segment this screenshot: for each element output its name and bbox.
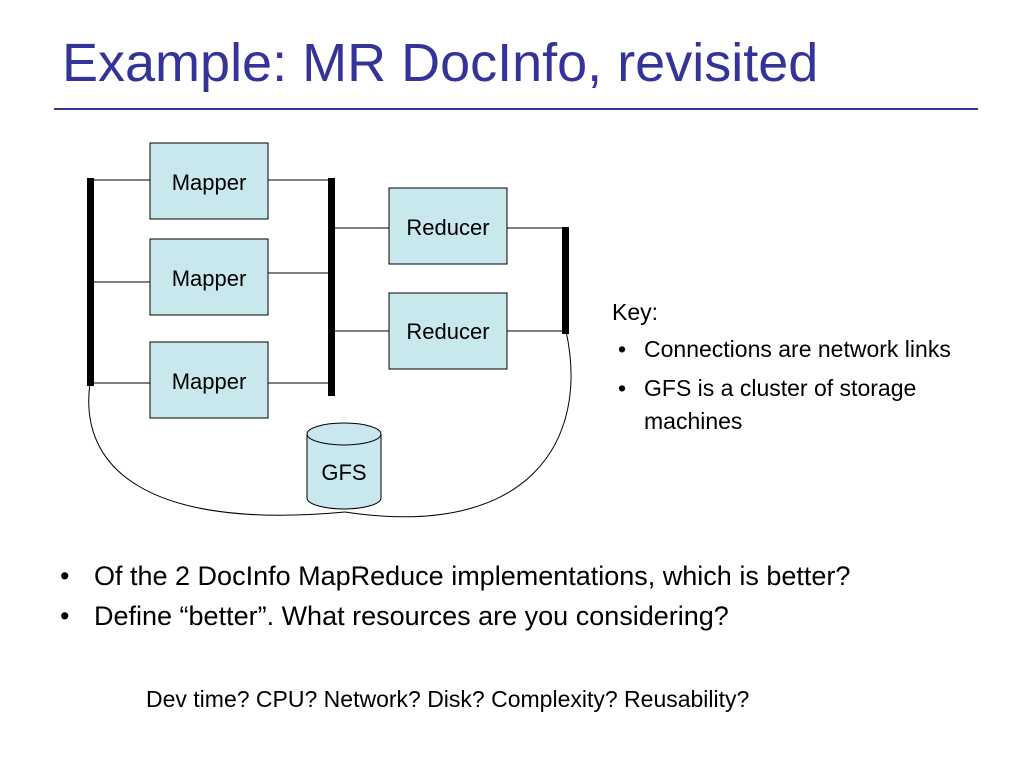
network-buses	[87, 178, 569, 396]
bullet-glyph: •	[618, 375, 627, 401]
gfs-label: GFS	[321, 460, 366, 485]
output-bus	[562, 227, 569, 334]
mapper-boxes	[149, 142, 269, 419]
title-underline	[54, 108, 978, 110]
reducer-box-1	[388, 187, 508, 265]
diagram-key: Key: • Connections are network links • G…	[612, 296, 972, 444]
gfs-cylinder-top	[306, 422, 382, 446]
mapper-label-2: Mapper	[172, 266, 247, 291]
bullet-text: Define “better”. What resources are you …	[94, 601, 729, 631]
input-bus	[87, 178, 94, 386]
bullet-text: Of the 2 DocInfo MapReduce implementatio…	[94, 561, 851, 591]
gfs-cylinder	[306, 422, 382, 510]
slide-title: Example: MR DocInfo, revisited	[62, 33, 819, 93]
reducer-label-1: Reducer	[406, 215, 489, 240]
bullet-glyph: •	[60, 561, 70, 591]
link-gfs-right-curve	[344, 330, 572, 518]
sub-note: Dev time? CPU? Network? Disk? Complexity…	[146, 686, 750, 712]
key-item-text: GFS is a cluster of storage machines	[644, 375, 917, 434]
reducer-boxes	[388, 187, 508, 370]
bullet-item: • Define “better”. What resources are yo…	[60, 598, 980, 634]
reducer-box-2	[388, 292, 508, 370]
mapper-label-3: Mapper	[172, 369, 247, 394]
bullet-glyph: •	[60, 601, 70, 631]
bullet-glyph: •	[618, 336, 627, 362]
shuffle-bus	[328, 178, 335, 396]
mapper-box-2	[149, 238, 269, 316]
bullet-item: • Of the 2 DocInfo MapReduce implementat…	[60, 558, 980, 594]
mapper-label-1: Mapper	[172, 170, 247, 195]
mapper-box-3	[149, 341, 269, 419]
key-item: • Connections are network links	[612, 333, 972, 366]
gfs-cylinder-body	[306, 433, 382, 510]
key-title: Key:	[612, 299, 659, 325]
network-links	[88, 179, 572, 518]
key-item: • GFS is a cluster of storage machines	[612, 372, 972, 438]
key-item-text: Connections are network links	[644, 336, 951, 362]
mapper-box-1	[149, 142, 269, 220]
link-gfs-left-curve	[88, 382, 346, 516]
reducer-label-2: Reducer	[406, 319, 489, 344]
main-bullet-list: • Of the 2 DocInfo MapReduce implementat…	[60, 558, 980, 638]
